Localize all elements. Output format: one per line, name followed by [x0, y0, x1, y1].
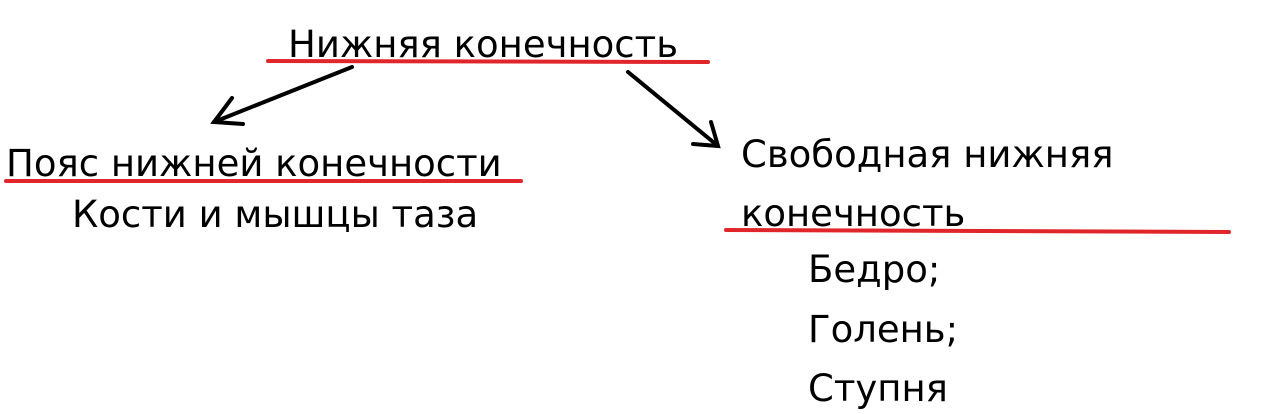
left-arrow: [210, 65, 354, 126]
right-branch-title-line1: Свободная нижняя: [741, 133, 1114, 176]
left-branch-subtitle: Кости и мышцы таза: [72, 193, 479, 236]
root-node-label: Нижняя конечность: [288, 23, 678, 66]
right-arrow: [626, 70, 721, 149]
right-branch-item: Бедро;: [808, 248, 941, 291]
right-branch-title-line2: конечность: [741, 192, 966, 235]
right-branch-item: Голень;: [808, 308, 959, 351]
left-branch-title: Пояс нижней конечности: [6, 142, 502, 185]
right-branch-item: Ступня: [808, 367, 948, 410]
